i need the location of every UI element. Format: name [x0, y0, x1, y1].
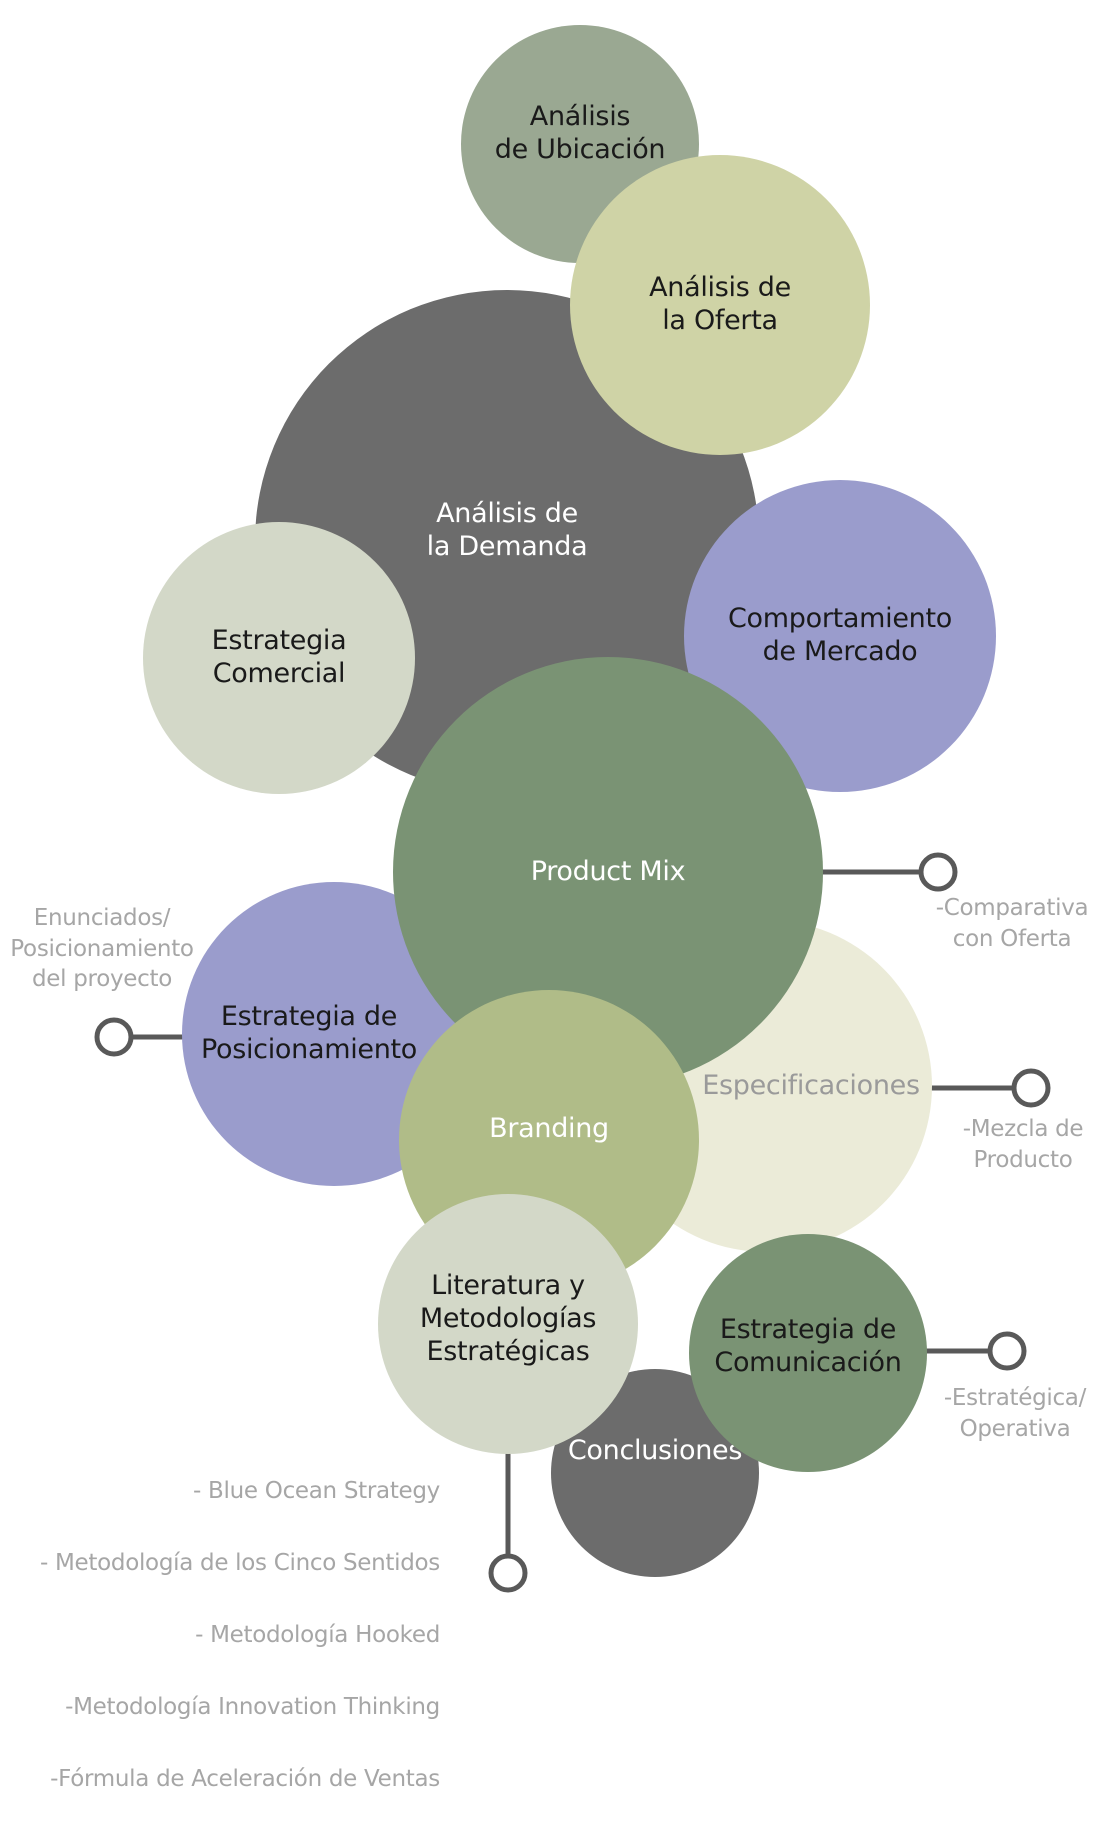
- bubble-label: Conclusiones: [567, 1435, 743, 1466]
- connector-node-literatura: [488, 1553, 528, 1593]
- note-literatura-item: -Fórmula de Aceleración de Ventas: [50, 1766, 440, 1792]
- note-product-mix: -Comparativa con Oferta: [935, 895, 1089, 952]
- bubble-label: Especificaciones: [702, 1069, 920, 1101]
- connector-node-posicionamiento: [94, 1017, 134, 1057]
- bubble-label: Análisis de la Demanda: [426, 498, 588, 562]
- bubble-label: Branding: [489, 1113, 609, 1144]
- bubble-label: Product Mix: [530, 855, 686, 887]
- note-comunicacion: -Estratégica/ Operativa: [943, 1385, 1087, 1442]
- note-especificaciones: -Mezcla de Producto: [962, 1116, 1084, 1173]
- bubble-label: Estrategia de Posicionamiento: [200, 1001, 418, 1065]
- bubble-diagram: Análisis de la Demanda Análisis de Ubica…: [10, 25, 1089, 1792]
- note-literatura-list: - Blue Ocean Strategy - Metodología de l…: [0, 1437, 440, 1833]
- bubble-label: Literatura y Metodologías Estratégicas: [419, 1270, 597, 1367]
- note-literatura-item: - Blue Ocean Strategy: [193, 1478, 440, 1504]
- bubble-estrategia-comercial: Estrategia Comercial: [143, 522, 415, 794]
- bubble-label: Análisis de la Oferta: [649, 272, 791, 336]
- connectors: [94, 852, 1051, 1593]
- bubble-literatura-metodologias: Literatura y Metodologías Estratégicas: [378, 1194, 638, 1454]
- note-posicionamiento: Enunciados/ Posicionamiento del proyecto: [10, 905, 194, 993]
- connector-node-especificaciones: [1011, 1068, 1051, 1108]
- bubble-label: Análisis de Ubicación: [494, 101, 666, 165]
- connector-node-comunicacion: [987, 1331, 1027, 1371]
- bubble-label: Comportamiento de Mercado: [728, 603, 952, 667]
- bubble-analisis-oferta: Análisis de la Oferta: [570, 155, 870, 455]
- note-literatura-item: - Metodología de los Cinco Sentidos: [40, 1550, 440, 1576]
- bubble-estrategia-comunicacion: Estrategia de Comunicación: [689, 1234, 927, 1472]
- connector-node-product-mix: [918, 852, 958, 892]
- bubble-label: Estrategia de Comunicación: [714, 1314, 902, 1378]
- bubble-label: Estrategia Comercial: [211, 625, 347, 689]
- note-literatura-item: - Metodología Hooked: [195, 1622, 440, 1648]
- note-literatura-item: -Metodología Innovation Thinking: [65, 1694, 440, 1720]
